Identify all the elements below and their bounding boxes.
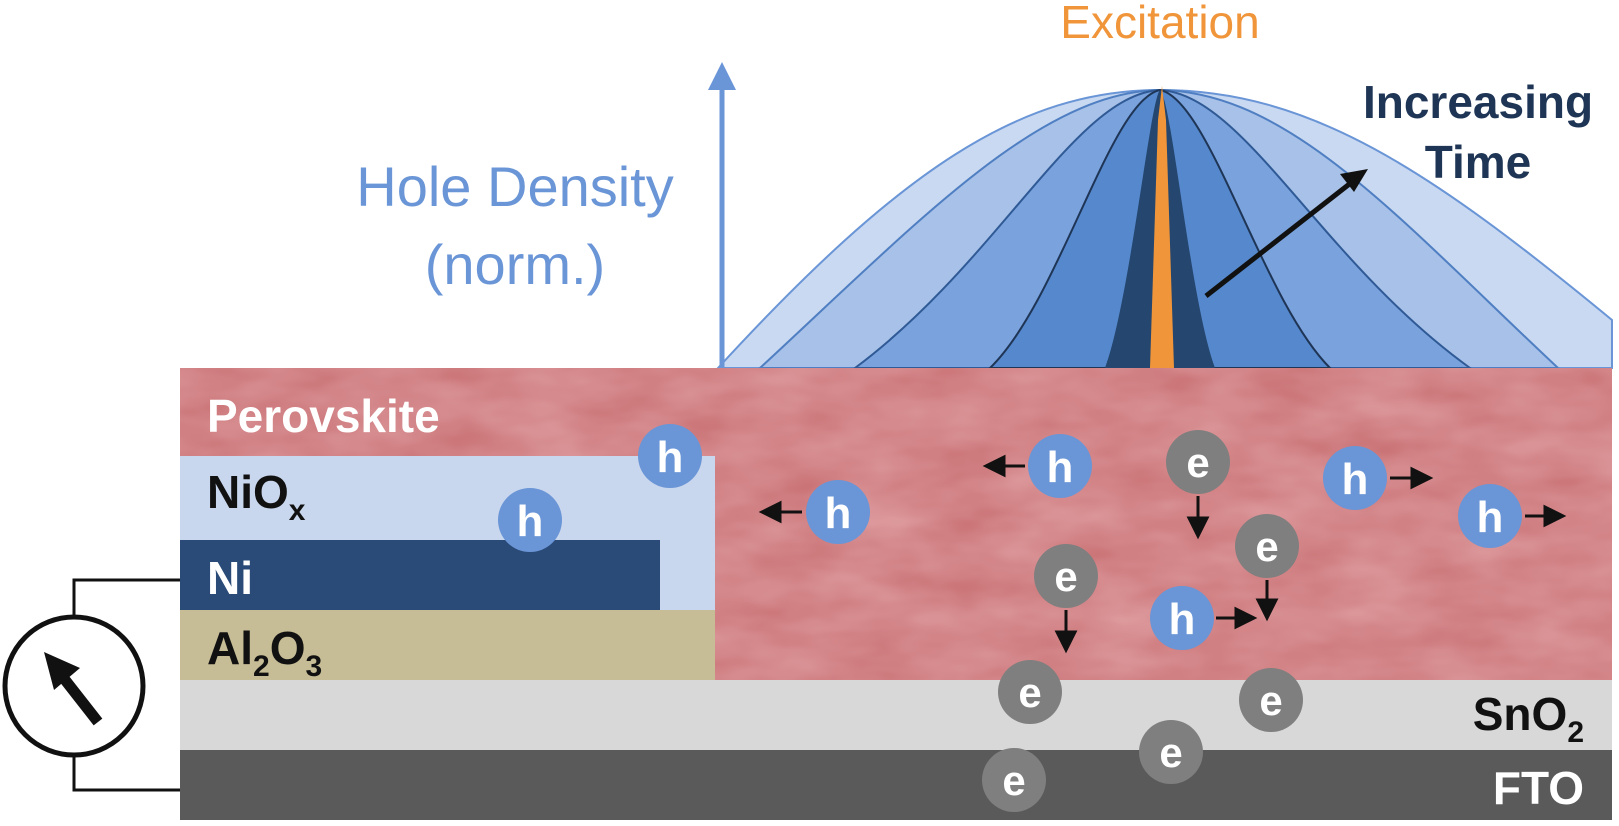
- excitation-label: Excitation: [1060, 0, 1259, 48]
- arrow-right: [1525, 504, 1567, 528]
- svg-text:e: e: [1259, 677, 1282, 724]
- hole-density-label: Hole Density: [356, 155, 673, 218]
- svg-text:e: e: [1186, 439, 1209, 486]
- arrow-down: [1255, 580, 1279, 622]
- hole-density-axis: [708, 62, 736, 368]
- svg-text:e: e: [1002, 757, 1025, 804]
- increasing-time-arrow: [1204, 169, 1368, 298]
- layer-labels: Excitation Increasing Time Hole Density …: [207, 0, 1593, 814]
- ammeter-circuit: [2, 578, 180, 792]
- svg-text:e: e: [1159, 729, 1182, 776]
- hole-density-norm-label: (norm.): [425, 233, 605, 296]
- hole-carrier: h: [1150, 586, 1214, 650]
- electron-carrier: e: [1235, 514, 1299, 578]
- svg-text:h: h: [1477, 493, 1504, 542]
- svg-text:e: e: [1255, 523, 1278, 570]
- sno2-layer: [180, 680, 1612, 750]
- arrow-left: [982, 454, 1025, 478]
- fto-label: FTO: [1493, 762, 1584, 814]
- hole-carrier: h: [1458, 484, 1522, 548]
- svg-text:h: h: [517, 497, 544, 546]
- device-stack: [180, 368, 1612, 820]
- electron-carrier: e: [1239, 668, 1303, 732]
- svg-text:h: h: [1342, 455, 1369, 504]
- arrow-down: [1186, 496, 1210, 540]
- perovskite-label: Perovskite: [207, 390, 440, 442]
- arrow-down: [1054, 610, 1078, 654]
- carriers: h h h h h h h e: [498, 424, 1522, 812]
- hole-carrier: h: [638, 424, 702, 488]
- time-label: Time: [1425, 136, 1532, 188]
- excitation-spike: [1150, 86, 1174, 368]
- carrier-arrows: [758, 454, 1567, 654]
- arrow-right: [1390, 466, 1434, 490]
- svg-text:h: h: [825, 489, 852, 538]
- al2o3-layer: [180, 610, 715, 680]
- increasing-label: Increasing: [1363, 76, 1593, 128]
- hole-density-curves: [715, 86, 1613, 369]
- svg-text:e: e: [1018, 669, 1041, 716]
- svg-text:h: h: [657, 433, 684, 482]
- ni-label: Ni: [207, 552, 253, 604]
- fto-layer: [180, 750, 1612, 820]
- hole-carrier: h: [806, 480, 870, 544]
- hole-carrier: h: [498, 488, 562, 552]
- sno2-label: SnO2: [1473, 688, 1584, 749]
- niox-label: NiOx: [207, 466, 306, 527]
- arrow-left: [758, 500, 802, 524]
- svg-text:h: h: [1169, 595, 1196, 644]
- al2o3-label: Al2O3: [207, 622, 322, 683]
- svg-text:h: h: [1047, 443, 1074, 492]
- ni-electrode: [180, 540, 660, 610]
- svg-text:e: e: [1054, 553, 1077, 600]
- electron-carrier: e: [1166, 430, 1230, 494]
- electron-carrier: e: [1139, 720, 1203, 784]
- hole-carrier: h: [1028, 434, 1092, 498]
- electron-carrier: e: [982, 748, 1046, 812]
- hole-carrier: h: [1323, 446, 1387, 510]
- electron-carrier: e: [998, 660, 1062, 724]
- arrow-right: [1216, 606, 1258, 630]
- electron-carrier: e: [1034, 544, 1098, 608]
